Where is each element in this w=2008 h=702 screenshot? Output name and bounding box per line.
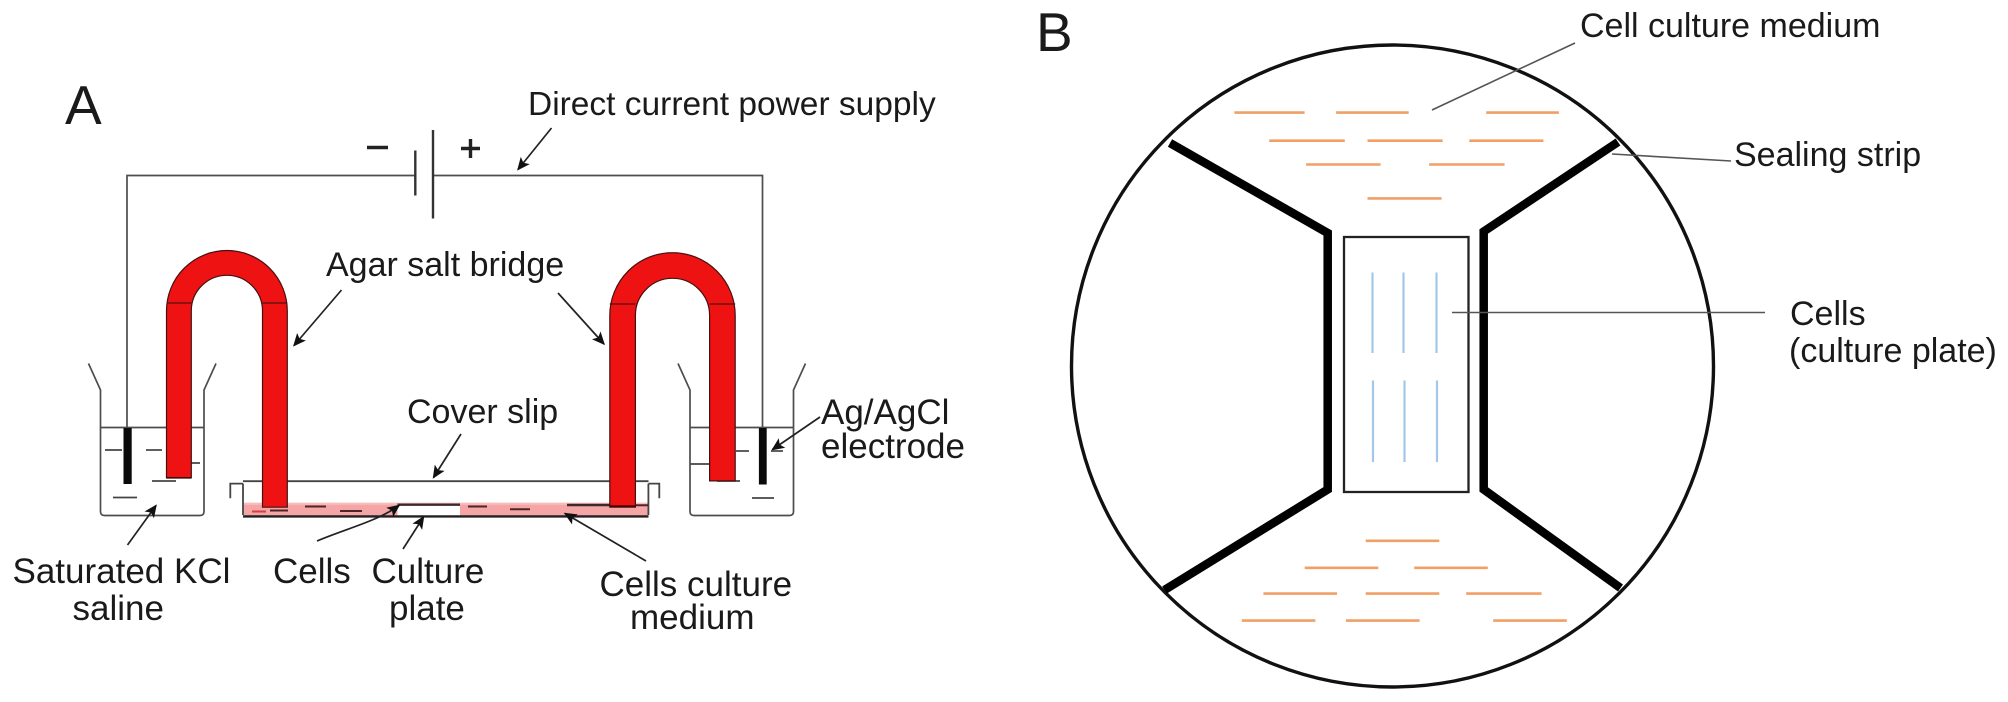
svg-text:(culture plate): (culture plate) bbox=[1789, 332, 1997, 370]
svg-text:electrode: electrode bbox=[821, 427, 965, 466]
svg-text:medium: medium bbox=[630, 598, 754, 637]
svg-text:Sealing strip: Sealing strip bbox=[1734, 136, 1921, 174]
svg-text:Cell culture medium: Cell culture medium bbox=[1580, 7, 1880, 45]
svg-text:B: B bbox=[1036, 1, 1073, 63]
svg-text:Cover slip: Cover slip bbox=[407, 393, 558, 431]
svg-text:A: A bbox=[65, 74, 102, 136]
svg-text:Ag/AgCl: Ag/AgCl bbox=[821, 393, 949, 432]
svg-text:Cells: Cells bbox=[273, 552, 351, 591]
svg-text:Cells culture: Cells culture bbox=[600, 565, 793, 604]
svg-text:plate: plate bbox=[389, 589, 465, 628]
svg-text:Direct current power supply: Direct current power supply bbox=[528, 86, 936, 123]
svg-text:Culture: Culture bbox=[372, 552, 485, 591]
svg-text:Agar salt bridge: Agar salt bridge bbox=[326, 246, 564, 284]
svg-text:Saturated KCl: Saturated KCl bbox=[13, 552, 231, 591]
svg-text:saline: saline bbox=[73, 589, 164, 628]
svg-text:Cells: Cells bbox=[1790, 295, 1866, 333]
